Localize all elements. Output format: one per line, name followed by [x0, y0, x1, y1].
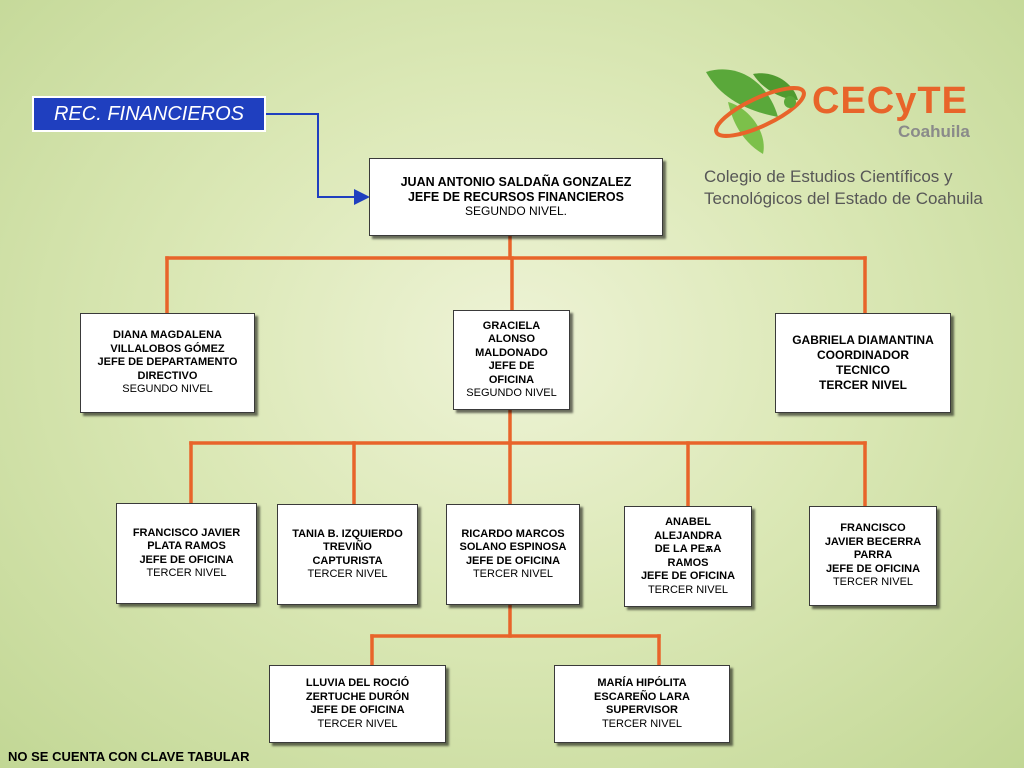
node-ricardo-title: RICARDO MARCOS SOLANO ESPINOSA JEFE DE O…: [459, 527, 567, 567]
node-francisco-becerra: FRANCISCO JAVIER BECERRA PARRA JEFE DE O…: [809, 506, 937, 606]
node-maria-level: TERCER NIVEL: [601, 717, 683, 730]
cecyte-logo: CECyTE Coahuila Colegio de Estudios Cien…: [698, 62, 998, 212]
node-tania-title: TANIA B. IZQUIERDO TREVIÑO CAPTURISTA: [292, 527, 403, 567]
node-maria: MARÍA HIPÓLITA ESCAREÑO LARA SUPERVISOR …: [554, 665, 730, 743]
node-francisco-becerra-title: FRANCISCO JAVIER BECERRA PARRA JEFE DE O…: [824, 522, 922, 575]
tag-arrow: [266, 113, 370, 205]
node-tania: TANIA B. IZQUIERDO TREVIÑO CAPTURISTA TE…: [277, 504, 418, 605]
node-maria-title: MARÍA HIPÓLITA ESCAREÑO LARA SUPERVISOR: [594, 677, 690, 716]
node-lluvia-title: LLUVIA DEL ROCIÓ ZERTUCHE DURÓN JEFE DE …: [305, 677, 410, 716]
node-head-level: SEGUNDO NIVEL.: [464, 204, 568, 219]
node-graciela-level: SEGUNDO NIVEL: [466, 387, 557, 399]
node-diana-level: SEGUNDO NIVEL: [122, 383, 213, 396]
logo-brand: CECyTE: [812, 80, 968, 122]
node-tania-level: TERCER NIVEL: [307, 568, 388, 580]
node-head: JUAN ANTONIO SALDAÑA GONZALEZ JEFE DE RE…: [369, 158, 663, 236]
node-diana: DIANA MAGDALENA VILLALOBOS GÓMEZ JEFE DE…: [80, 313, 255, 413]
node-anabel-level: TERCER NIVEL: [647, 583, 729, 596]
node-francisco-becerra-level: TERCER NIVEL: [832, 576, 914, 589]
node-francisco-plata-title: FRANCISCO JAVIER PLATA RAMOS JEFE DE OFI…: [132, 526, 241, 566]
node-ricardo-level: TERCER NIVEL: [472, 568, 554, 580]
node-ricardo: RICARDO MARCOS SOLANO ESPINOSA JEFE DE O…: [446, 504, 580, 605]
node-anabel: ANABEL ALEJANDRA DE LA PEѫA RAMOS JEFE D…: [624, 506, 752, 607]
logo-state: Coahuila: [898, 122, 970, 141]
node-head-title: JUAN ANTONIO SALDAÑA GONZALEZ JEFE DE RE…: [400, 175, 632, 205]
node-graciela: GRACIELA ALONSO MALDONADO JEFE DE OFICIN…: [453, 310, 570, 410]
node-francisco-plata: FRANCISCO JAVIER PLATA RAMOS JEFE DE OFI…: [116, 503, 257, 604]
department-tag: REC. FINANCIEROS: [32, 96, 266, 132]
node-gabriela: GABRIELA DIAMANTINA COORDINADOR TECNICO …: [775, 313, 951, 413]
node-lluvia: LLUVIA DEL ROCIÓ ZERTUCHE DURÓN JEFE DE …: [269, 665, 446, 743]
node-anabel-title: ANABEL ALEJANDRA DE LA PEѫA RAMOS JEFE D…: [640, 516, 736, 582]
leaf-logo-icon: [706, 69, 806, 154]
footer-note: NO SE CUENTA CON CLAVE TABULAR: [8, 749, 250, 764]
node-gabriela-title: GABRIELA DIAMANTINA COORDINADOR TECNICO …: [792, 333, 934, 392]
node-lluvia-level: TERCER NIVEL: [317, 717, 398, 730]
logo-full-name: Colegio de Estudios Científicos y Tecnol…: [704, 167, 983, 208]
node-diana-title: DIANA MAGDALENA VILLALOBOS GÓMEZ JEFE DE…: [97, 329, 238, 382]
node-francisco-plata-level: TERCER NIVEL: [146, 567, 227, 579]
orange-connectors: [165, 234, 867, 667]
node-graciela-title: GRACIELA ALONSO MALDONADO JEFE DE OFICIN…: [475, 319, 548, 386]
